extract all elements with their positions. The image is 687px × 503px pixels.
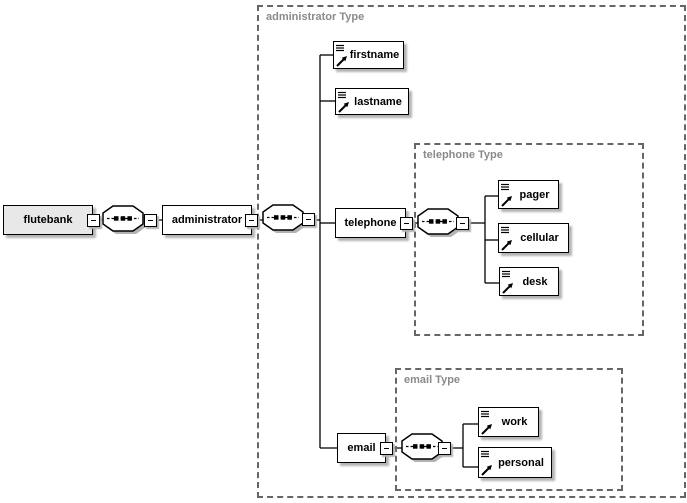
text-lines-icon [501, 226, 509, 234]
element-label: desk [522, 275, 548, 288]
element-label: email [347, 441, 376, 454]
collapse-button-root-sequence[interactable] [144, 214, 157, 227]
minus-icon [442, 448, 447, 449]
minus-icon [249, 220, 254, 221]
text-lines-icon [338, 91, 346, 99]
minus-icon [148, 220, 153, 221]
element-telephone[interactable]: telephone [335, 208, 406, 238]
minus-icon [460, 223, 465, 224]
telephone-type-label: telephone Type [423, 149, 503, 161]
diagonal-arrow-icon [481, 424, 492, 435]
sequence-icon [417, 208, 461, 237]
element-label: pager [519, 188, 550, 201]
text-lines-icon [481, 450, 489, 458]
diagonal-arrow-icon [336, 56, 347, 67]
element-label: cellular [520, 231, 559, 244]
element-label: personal [498, 456, 544, 469]
minus-icon [306, 219, 311, 220]
diagonal-arrow-icon [338, 102, 349, 113]
element-firstname[interactable]: firstname [333, 41, 404, 69]
element-work[interactable]: work [478, 407, 539, 437]
collapse-button-administrator[interactable] [245, 214, 258, 227]
collapse-button-telephone[interactable] [400, 217, 413, 230]
text-lines-icon [501, 183, 509, 191]
administrator-type-label: administrator Type [266, 11, 365, 23]
text-lines-icon [336, 44, 344, 52]
text-lines-icon [481, 410, 489, 418]
element-label: firstname [349, 48, 400, 61]
element-cellular[interactable]: cellular [498, 223, 569, 253]
minus-icon [404, 223, 409, 224]
collapse-button-administrator-sequence[interactable] [302, 213, 315, 226]
element-email[interactable]: email [337, 433, 386, 463]
element-desk[interactable]: desk [499, 267, 559, 296]
collapse-button-telephone-sequence[interactable] [456, 217, 469, 230]
administrator-type-box: administrator Type [257, 5, 686, 498]
collapse-button-email[interactable] [380, 442, 393, 455]
sequence-icon [102, 205, 146, 234]
diagonal-arrow-icon [501, 240, 512, 251]
minus-icon [91, 220, 96, 221]
diagonal-arrow-icon [481, 465, 492, 476]
collapse-button-flutebank[interactable] [87, 214, 100, 227]
diagonal-arrow-icon [501, 196, 512, 207]
collapse-button-email-sequence[interactable] [438, 442, 451, 455]
telephone-type-box: telephone Type [414, 143, 644, 336]
sequence-icon [262, 204, 306, 233]
element-lastname[interactable]: lastname [335, 88, 409, 115]
sequence-compositor-telephone[interactable] [417, 208, 463, 239]
email-type-box: email Type [395, 368, 623, 491]
text-lines-icon [502, 270, 510, 278]
element-flutebank[interactable]: flutebank [3, 205, 93, 235]
element-label: flutebank [23, 213, 73, 226]
sequence-icon [401, 433, 445, 462]
element-label: telephone [344, 216, 397, 229]
sequence-compositor-administrator[interactable] [262, 204, 308, 235]
diagonal-arrow-icon [502, 283, 513, 294]
element-label: administrator [171, 213, 243, 226]
minus-icon [384, 448, 389, 449]
email-type-label: email Type [404, 374, 461, 386]
element-personal[interactable]: personal [478, 447, 552, 478]
element-label: lastname [354, 95, 402, 108]
sequence-compositor-email[interactable] [401, 433, 447, 464]
sequence-compositor-root[interactable] [102, 205, 148, 236]
element-administrator[interactable]: administrator [162, 205, 252, 235]
element-pager[interactable]: pager [498, 180, 559, 209]
element-label: work [501, 415, 528, 428]
